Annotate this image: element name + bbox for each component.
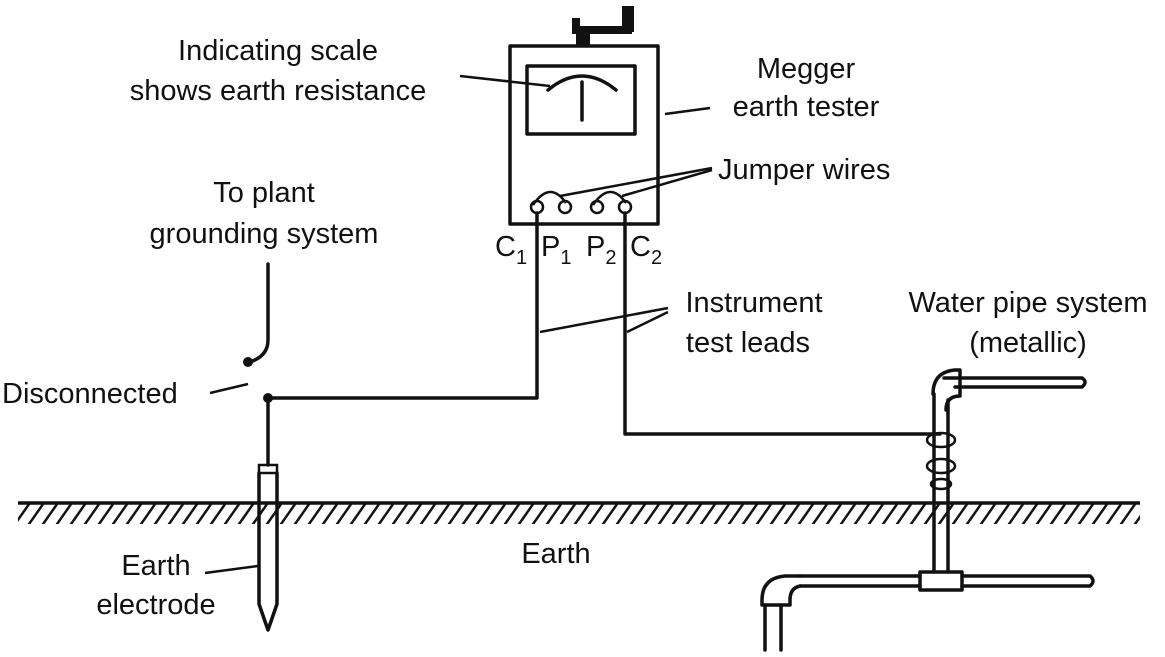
jumper-wire-1 [531, 190, 568, 206]
indicating-scale-window [525, 64, 637, 136]
test-lead-c1 [266, 211, 539, 400]
label-earth-electrode-2: electrode [96, 589, 215, 621]
crank-handle-icon [572, 6, 634, 46]
terminal-label-c1: C1 [495, 231, 527, 269]
label-water-pipe-2: (metallic) [969, 327, 1087, 359]
pointer-disconnected [209, 382, 249, 395]
jumper-wire-2 [591, 190, 628, 206]
label-megger-2: earth tester [733, 91, 880, 123]
label-disconnected: Disconnected [2, 378, 178, 410]
ground-surface [18, 501, 1140, 524]
label-jumper-wires: Jumper wires [718, 154, 890, 186]
label-indicating-scale-1: Indicating scale [178, 35, 378, 67]
terminal-p2 [589, 199, 605, 215]
test-lead-c2 [623, 211, 942, 436]
terminal-c1 [529, 199, 545, 215]
earth-electrode-rod [257, 463, 279, 632]
pointer-scale [459, 74, 551, 88]
pointer-megger [664, 106, 711, 116]
pointer-lead-2 [626, 310, 669, 334]
label-earth: Earth [521, 538, 590, 570]
label-to-plant-1: To plant [213, 177, 315, 209]
label-instrument-leads-2: test leads [686, 327, 810, 359]
terminal-label-c2: C2 [630, 231, 662, 269]
pointer-lead-1 [539, 306, 669, 334]
pointer-jumper-1 [559, 166, 713, 198]
disconnected-end-point [243, 357, 253, 367]
water-pipe-system [760, 368, 1095, 652]
terminal-label-p2: P2 [586, 231, 616, 269]
label-instrument-leads-1: Instrument [686, 287, 823, 319]
label-earth-electrode-1: Earth [121, 550, 190, 582]
plant-grounding-wire [248, 262, 270, 364]
pointer-jumper-2 [621, 168, 713, 198]
megger-earth-tester [508, 6, 660, 226]
label-indicating-scale-2: shows earth resistance [130, 75, 427, 107]
label-megger-1: Megger [757, 53, 856, 85]
label-to-plant-2: grounding system [150, 218, 379, 250]
megger-body [508, 44, 660, 226]
scale-arc [546, 74, 618, 92]
pointer-electrode [204, 564, 259, 575]
terminal-label-p1: P1 [541, 231, 571, 269]
label-water-pipe-1: Water pipe system [908, 287, 1147, 319]
